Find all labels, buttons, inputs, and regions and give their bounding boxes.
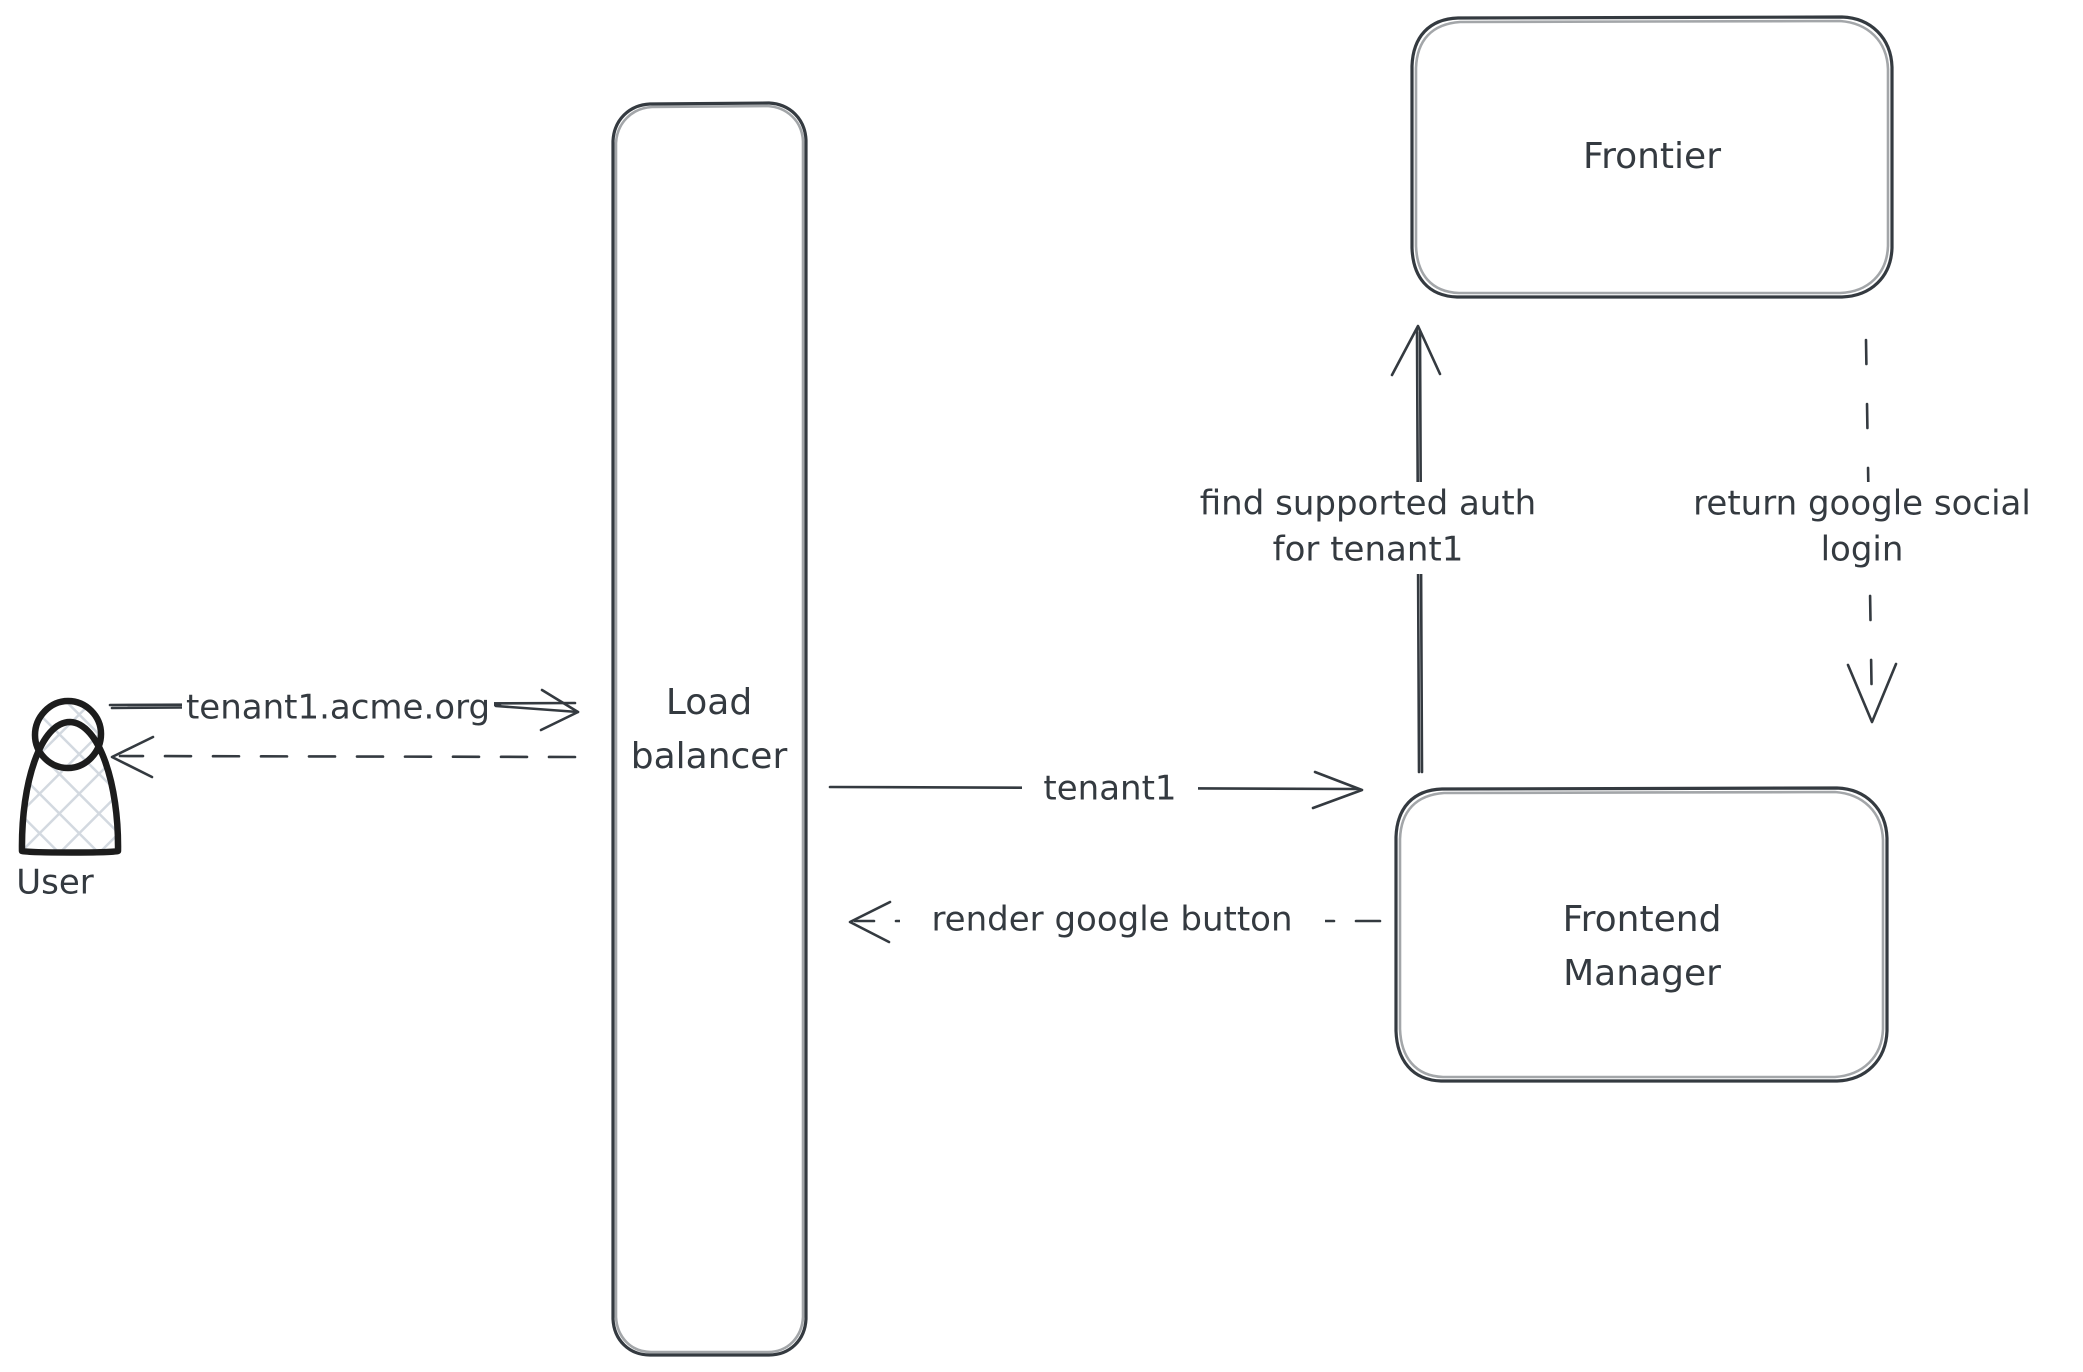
edge-frontier-to-fm-label-bg [1664,482,2054,574]
edge-lb-to-user-line [118,754,577,759]
edge-fm-to-lb[interactable]: render google button [848,900,1382,944]
edge-fm-to-lb-arrowhead [848,900,892,944]
edge-lb-to-fm[interactable]: tenant1 [828,769,1364,813]
node-load-balancer[interactable]: Load balancer [611,101,808,1357]
edge-lb-to-fm-arrowhead [1311,770,1364,810]
load-balancer-label-line2: balancer [631,736,788,777]
frontier-shape-2 [1414,19,1890,295]
edge-user-to-lb-arrowhead-2 [494,704,580,714]
frontend-manager-label-line2: Manager [1563,953,1721,994]
frontier-shape [1410,15,1894,299]
frontend-manager-shape-2 [1398,790,1885,1079]
edge-lb-to-user[interactable] [110,735,577,779]
edge-fm-to-frontier-label-line2: for tenant1 [1273,530,1464,570]
edge-lb-to-fm-label-bg [1022,770,1198,812]
edge-fm-to-lb-label: render google button [931,900,1292,940]
load-balancer-label-line1: Load [666,682,752,723]
edge-frontier-to-fm-arrowhead [1846,662,1898,724]
edge-fm-to-frontier[interactable]: find supported auth for tenant1 [1200,324,1536,774]
user-head-icon [31,697,105,772]
edge-frontier-to-fm-label-line2: login [1821,530,1904,570]
frontend-manager-shape [1394,786,1889,1083]
frontier-label: Frontier [1583,136,1721,177]
load-balancer-shape [611,101,808,1357]
node-user[interactable]: User [16,697,122,903]
edge-fm-to-lb-label-bg [900,901,1325,943]
edge-frontier-to-fm-label-line1: return google social [1693,484,2031,524]
node-frontend-manager[interactable]: Frontend Manager [1394,786,1889,1083]
edge-lb-to-user-arrowhead [110,735,155,779]
edge-fm-to-frontier-label-bg [1208,482,1528,574]
user-body-icon [18,718,122,856]
edge-user-to-lb[interactable]: tenant1.acme.org [108,688,580,732]
edge-fm-to-frontier-label-line1: find supported auth [1200,484,1536,524]
frontend-manager-label-line1: Frontend [1563,899,1722,940]
node-frontier[interactable]: Frontier [1410,15,1894,299]
edge-fm-to-frontier-arrowhead [1390,324,1442,377]
edge-frontier-to-fm[interactable]: return google social login [1664,338,2054,724]
user-label: User [16,863,94,903]
edge-lb-to-fm-label: tenant1 [1043,769,1176,809]
edge-user-to-lb-label-bg [182,688,494,730]
load-balancer-shape-2 [614,104,805,1354]
edge-user-to-lb-label: tenant1.acme.org [186,688,490,728]
